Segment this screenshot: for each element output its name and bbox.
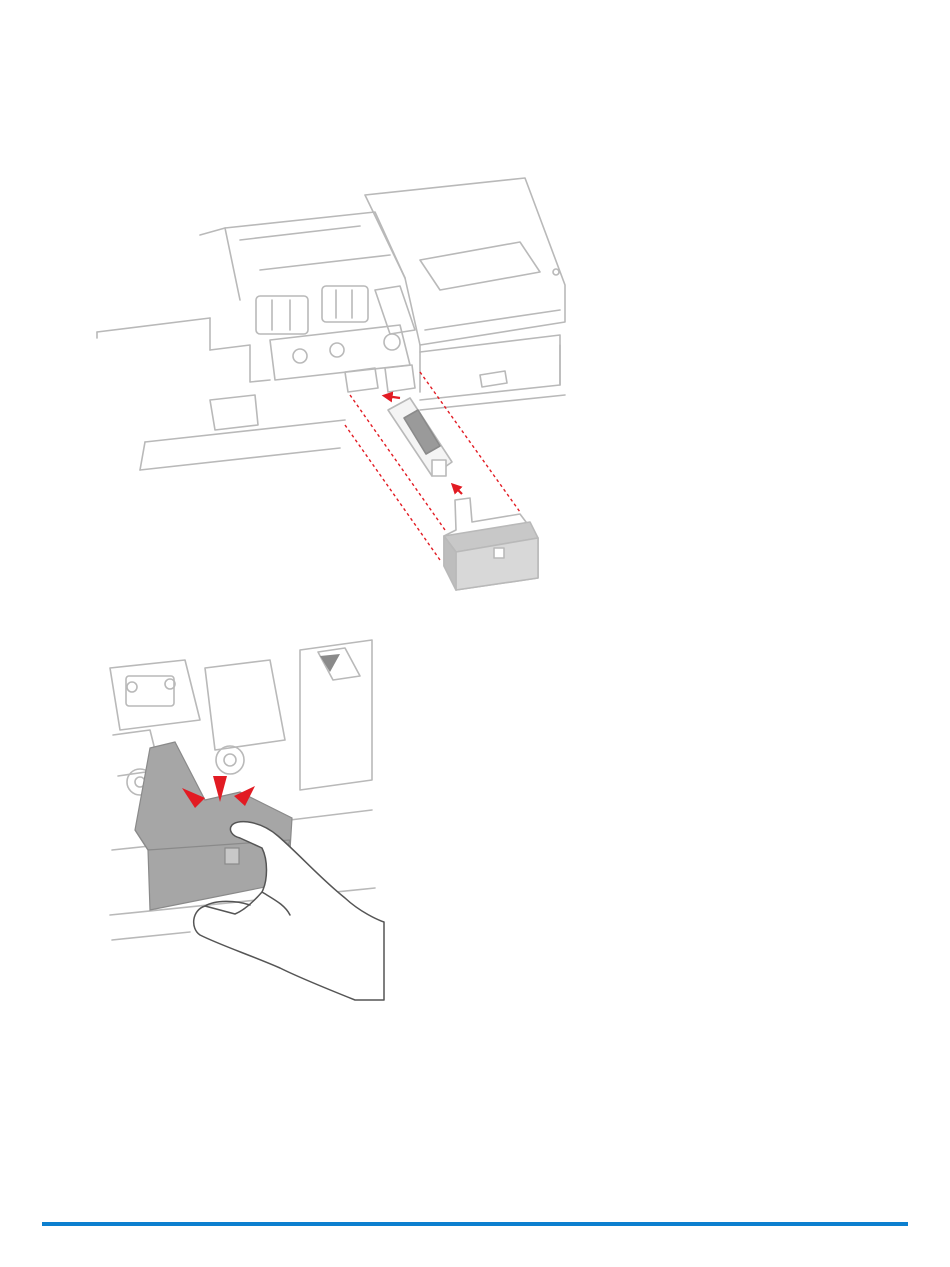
device-housing	[200, 178, 565, 392]
large-shaded-part	[444, 498, 538, 590]
footer-rule	[42, 1222, 908, 1226]
device-mechanism	[256, 286, 415, 392]
arrow-small-part-icon	[386, 396, 400, 398]
figure-insert-part	[97, 178, 565, 590]
device-base	[97, 318, 565, 470]
arrow-large-part-icon	[454, 486, 462, 494]
